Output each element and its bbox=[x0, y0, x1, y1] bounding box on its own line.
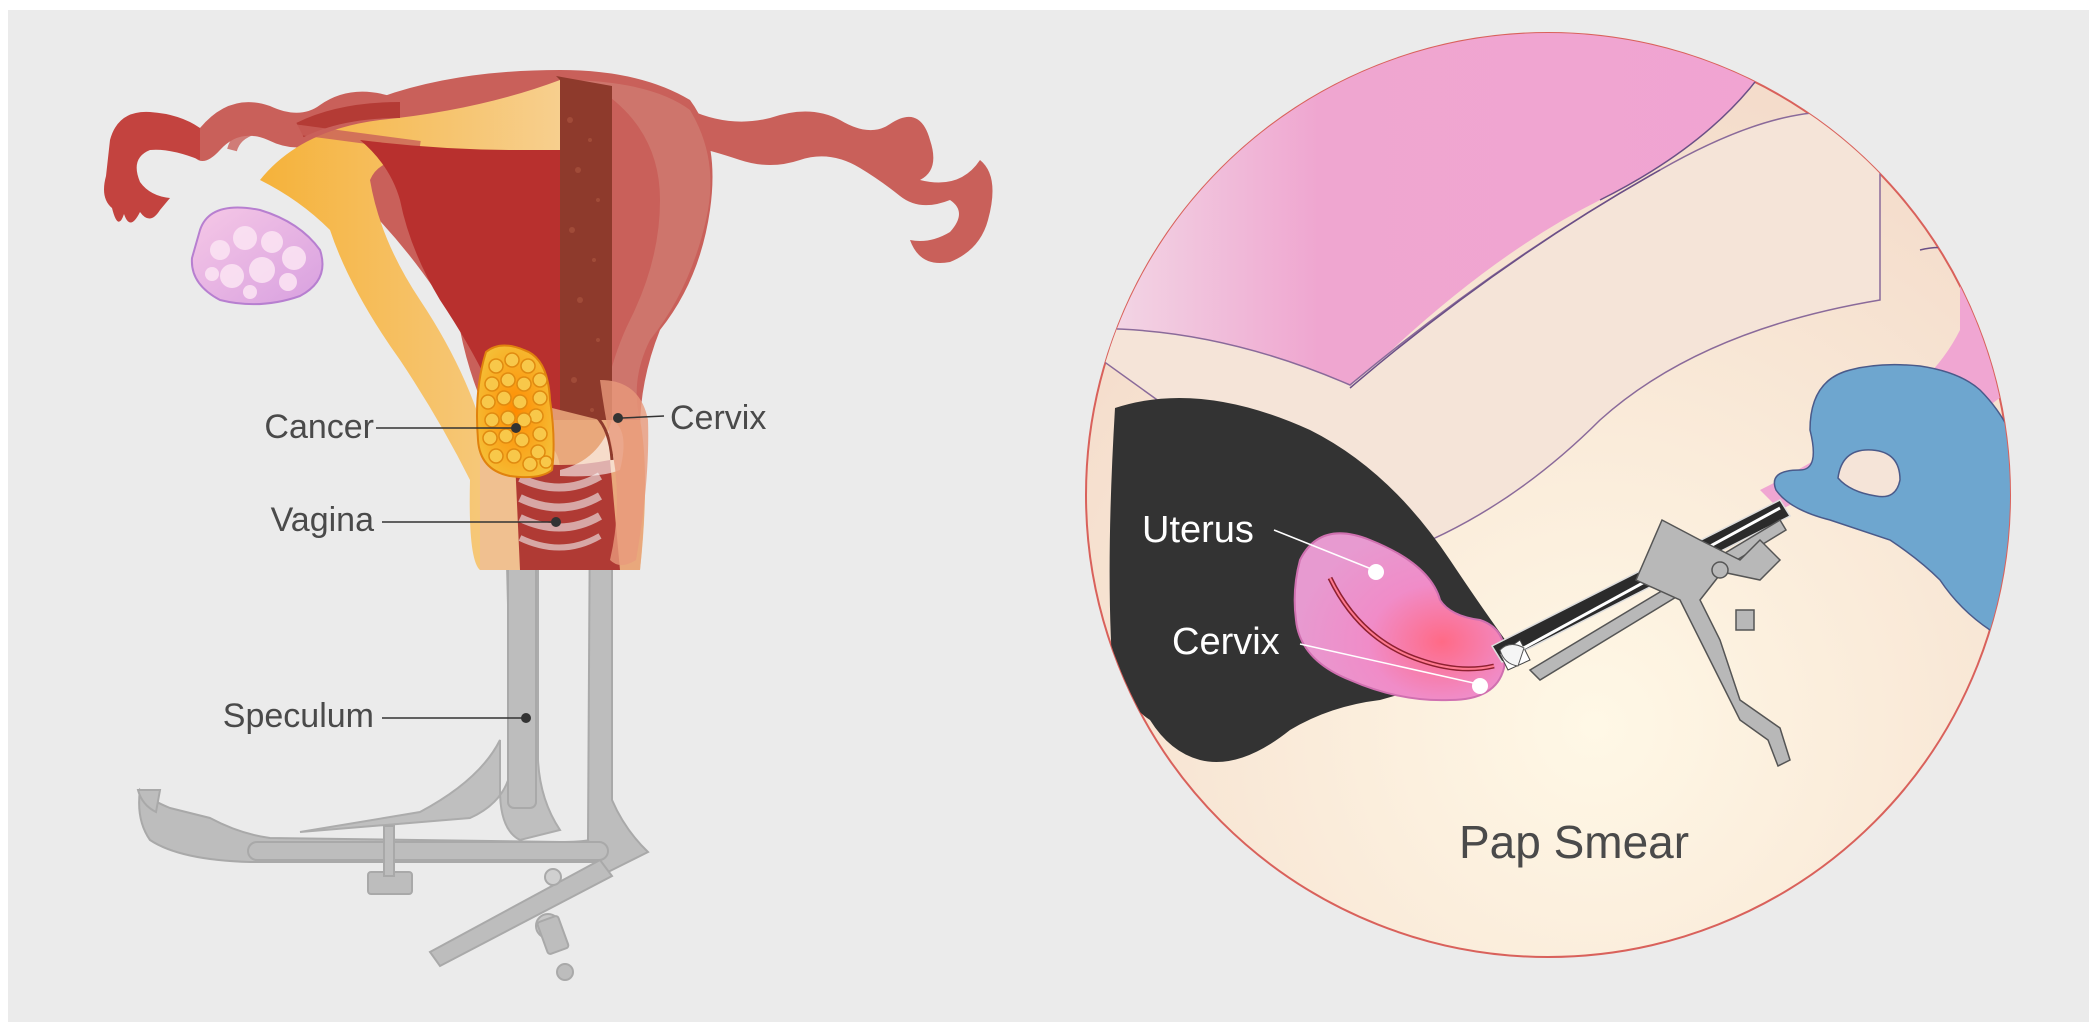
cervix-circle-marker-dot bbox=[1472, 678, 1488, 694]
speculum-marker-dot bbox=[521, 713, 531, 723]
label-cervix-left: Cervix bbox=[670, 399, 766, 437]
vagina-marker-dot bbox=[551, 517, 561, 527]
cancer-tumor bbox=[477, 345, 554, 477]
label-vagina: Vagina bbox=[271, 501, 374, 539]
label-speculum: Speculum bbox=[223, 697, 374, 735]
label-uterus: Uterus bbox=[1142, 509, 1254, 551]
uterus-marker-dot bbox=[1368, 564, 1384, 580]
label-cancer: Cancer bbox=[264, 408, 374, 446]
label-cervix-right: Cervix bbox=[1172, 621, 1280, 663]
title-pap-smear: Pap Smear bbox=[1459, 816, 1689, 868]
cancer-marker-dot bbox=[511, 423, 521, 433]
cervix-marker-dot bbox=[613, 413, 623, 423]
